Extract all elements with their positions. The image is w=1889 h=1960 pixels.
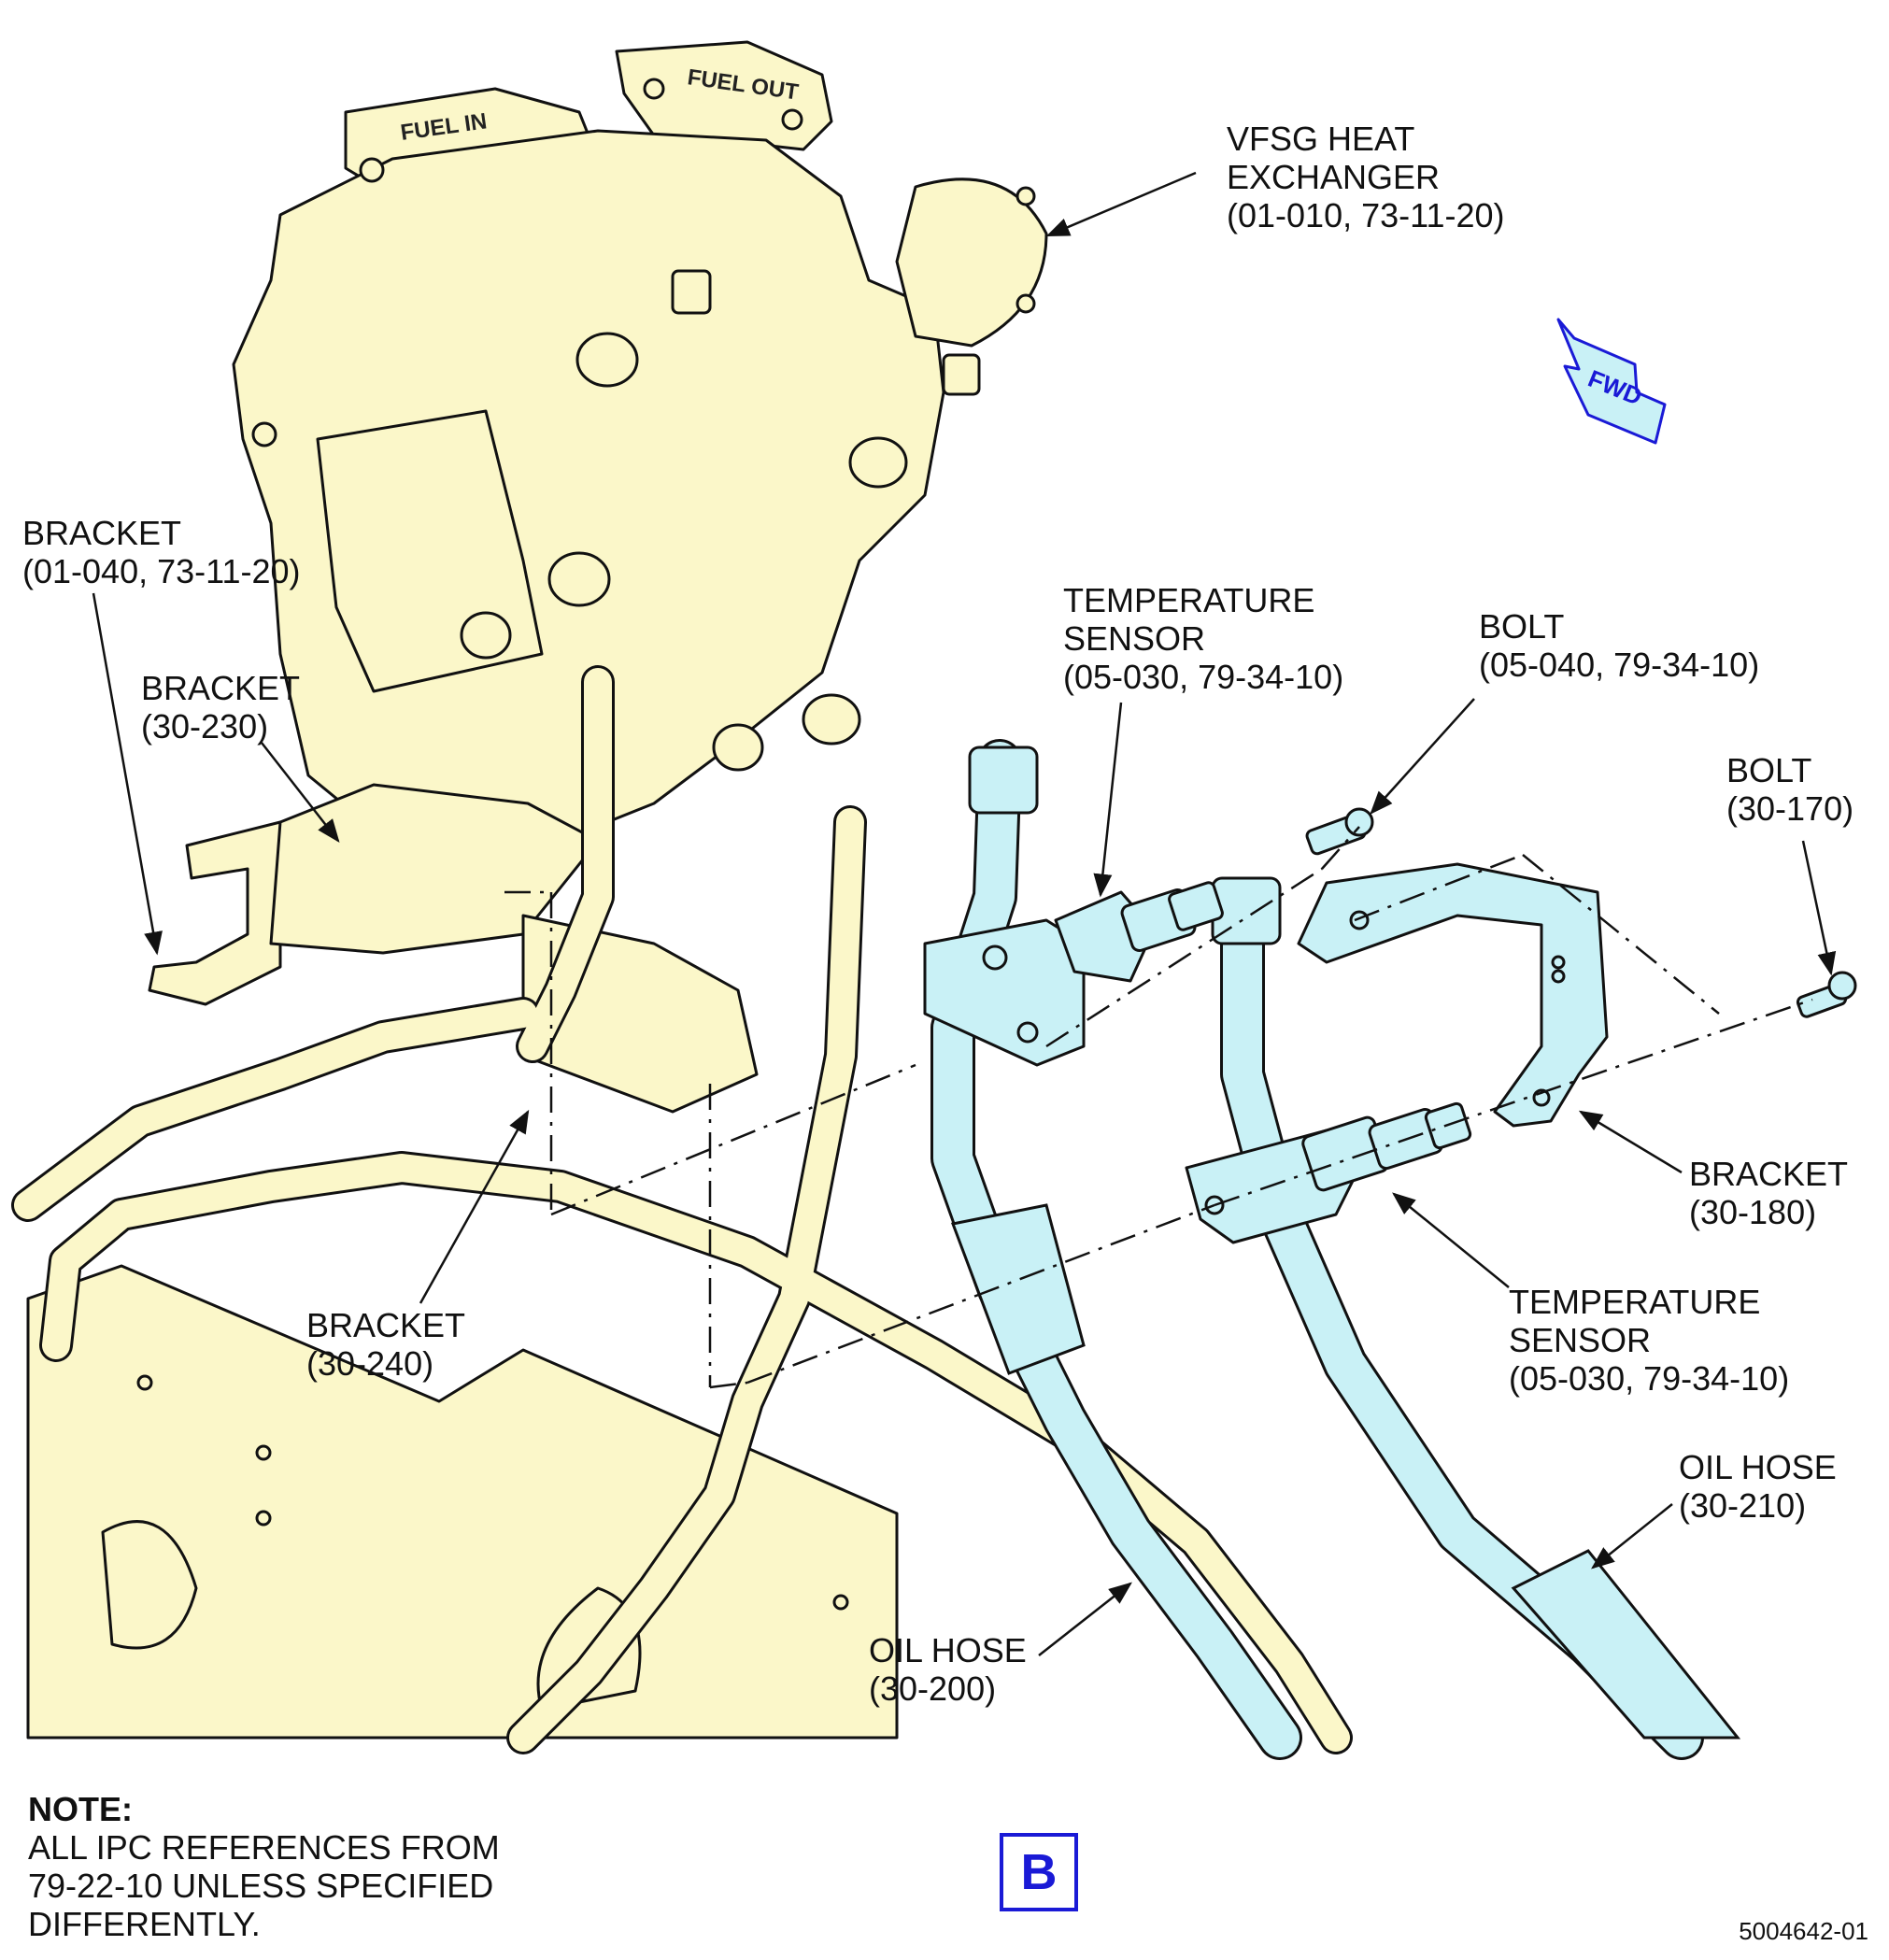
callout-line: TEMPERATURE [1509, 1283, 1761, 1321]
callout-vfsg-heat-exchanger: VFSG HEAT EXCHANGER (01-010, 73-11-20) [1227, 120, 1505, 234]
note-line: 79-22-10 UNLESS SPECIFIED [28, 1867, 494, 1905]
callout-bracket-30-180: BRACKET (30-180) [1689, 1155, 1848, 1231]
bolt-30-170 [1796, 971, 1857, 1018]
figure-number: 5004642-01 [1739, 1917, 1868, 1945]
callout-bolt-30-170: BOLT (30-170) [1726, 751, 1853, 828]
callout-line: BRACKET [306, 1306, 466, 1344]
callout-line: (30-240) [306, 1344, 434, 1383]
note-block: NOTE: ALL IPC REFERENCES FROM 79-22-10 U… [28, 1790, 500, 1943]
note-line: DIFFERENTLY. [28, 1905, 261, 1943]
callout-line: (30-180) [1689, 1193, 1817, 1231]
callout-oil-hose-30-210: OIL HOSE (30-210) [1679, 1448, 1837, 1525]
callout-line: BRACKET [1689, 1155, 1849, 1193]
callout-line: (30-170) [1726, 789, 1854, 828]
callout-line: BRACKET [141, 669, 301, 707]
callout-line: BOLT [1726, 751, 1812, 789]
callout-line: BRACKET [22, 514, 182, 552]
callout-line: SENSOR [1063, 619, 1206, 658]
sensor-mount-block-top [923, 918, 1086, 1067]
callout-temperature-sensor-top: TEMPERATURE SENSOR (05-030, 79-34-10) [1063, 581, 1343, 696]
callout-line: (30-200) [869, 1669, 997, 1708]
view-label-box: B [1000, 1833, 1078, 1911]
heat-exchanger-body [232, 40, 1048, 861]
callout-line: (01-010, 73-11-20) [1227, 196, 1505, 234]
callout-line: SENSOR [1509, 1321, 1652, 1359]
callout-line: VFSG HEAT [1227, 120, 1415, 158]
callout-temperature-sensor-bottom: TEMPERATURE SENSOR (05-030, 79-34-10) [1509, 1283, 1789, 1398]
callout-line: BOLT [1479, 607, 1565, 646]
callout-bolt-05-040: BOLT (05-040, 79-34-10) [1479, 607, 1759, 684]
callout-bracket-01-040: BRACKET (01-040, 73-11-20) [22, 514, 301, 590]
alignment-lines [504, 826, 1813, 1389]
bracket-frame [148, 783, 759, 1114]
callout-line: (30-230) [141, 707, 269, 746]
callout-bracket-30-230: BRACKET (30-230) [141, 669, 300, 746]
callout-line: OIL HOSE [1679, 1448, 1837, 1486]
note-heading: NOTE: [28, 1790, 133, 1828]
temperature-sensor-top [1054, 881, 1224, 983]
callout-bracket-30-240: BRACKET (30-240) [306, 1306, 465, 1383]
callout-line: (01-040, 73-11-20) [22, 552, 301, 590]
fwd-direction-arrow: FWD [1556, 318, 1667, 445]
note-line: ALL IPC REFERENCES FROM [28, 1828, 500, 1867]
callout-line: EXCHANGER [1227, 158, 1441, 196]
callout-line: OIL HOSE [869, 1631, 1027, 1669]
callout-line: (05-040, 79-34-10) [1479, 646, 1760, 684]
leader-lines [92, 171, 1837, 1656]
callout-line: (30-210) [1679, 1486, 1807, 1525]
view-label: B [1020, 1844, 1058, 1900]
callout-line: (05-030, 79-34-10) [1509, 1359, 1790, 1398]
callout-oil-hose-30-200: OIL HOSE (30-200) [869, 1631, 1027, 1708]
oil-tubes-beige-fill [14, 668, 1350, 1752]
bolt-05-040 [1305, 807, 1374, 856]
callout-line: TEMPERATURE [1063, 581, 1315, 619]
callout-line: (05-030, 79-34-10) [1063, 658, 1344, 696]
